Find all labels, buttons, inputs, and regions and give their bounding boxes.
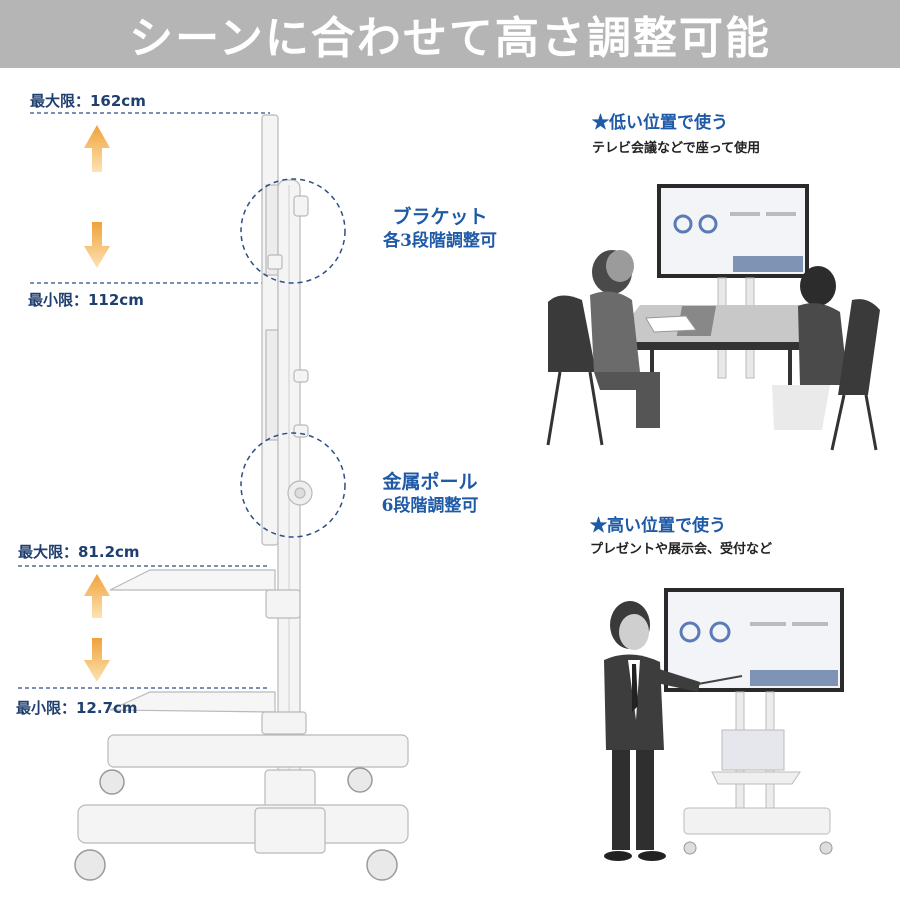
low-position-caption: テレビ会議などで座って使用 [592, 141, 761, 156]
bracket-callout-detail: 各3段階調整可 [383, 231, 497, 251]
page-title: シーンに合わせて高さ調整可能 [129, 13, 771, 64]
bracket-down-arrow-icon [84, 222, 110, 268]
shelf-up-arrow-icon [84, 574, 110, 618]
presentation-scene-illustration [604, 588, 844, 861]
header-banner: シーンに合わせて高さ調整可能 [0, 0, 900, 68]
shelf-min-label: 最小限：12.7cm [16, 699, 138, 717]
pole-callout-detail: 6段階調整可 [381, 496, 479, 516]
bracket-up-arrow-icon [84, 125, 110, 172]
pole-callout-title: 金属ポール [382, 471, 478, 493]
bracket-detail-circle [240, 178, 346, 284]
bracket-min-label: 最小限：112cm [28, 291, 144, 309]
bracket-callout: ブラケット 各3段階調整可 [355, 205, 525, 253]
high-position-caption: プレゼントや展示会、受付など [590, 542, 773, 557]
measure-lines [18, 112, 270, 689]
pole-detail-circle [240, 432, 346, 538]
shelf-down-arrow-icon [84, 638, 110, 682]
caster-wheels [74, 767, 398, 881]
meeting-scene-illustration [546, 184, 880, 451]
low-position-heading: ★低い位置で使う [592, 113, 728, 133]
bracket-max-label: 最大限：162cm [30, 92, 146, 110]
high-position-heading: ★高い位置で使う [590, 516, 726, 536]
pole-callout: 金属ポール 6段階調整可 [355, 470, 505, 518]
shelf-max-label: 最大限：81.2cm [18, 543, 140, 561]
tv-stand [77, 114, 409, 854]
bracket-callout-title: ブラケット [392, 206, 488, 228]
